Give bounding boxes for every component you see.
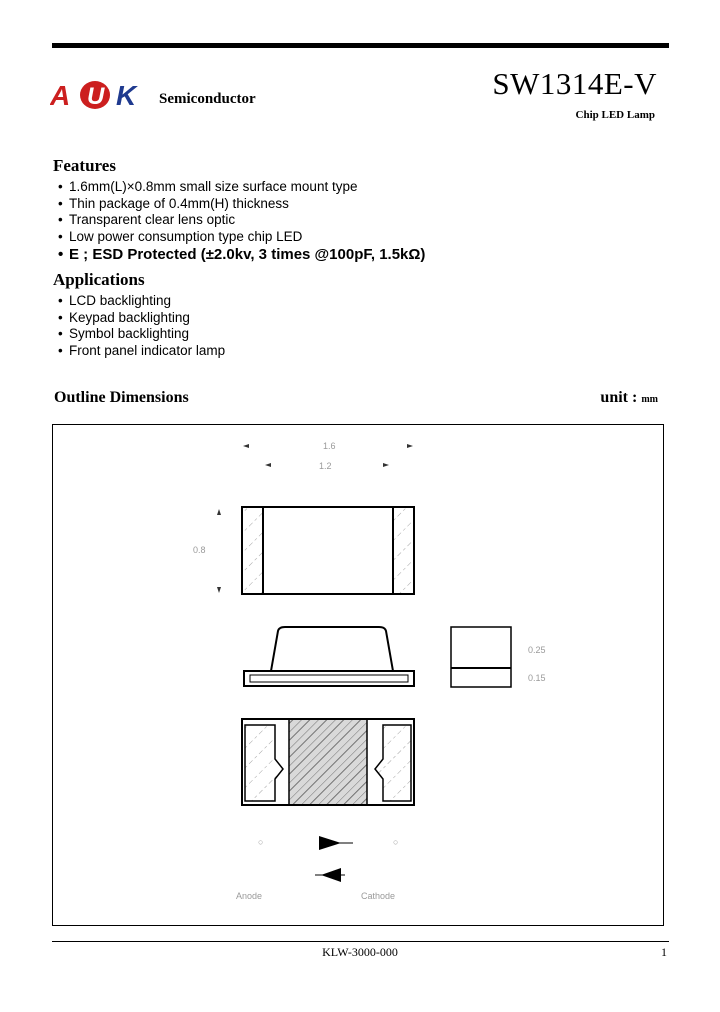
page-number: 1 <box>661 945 667 959</box>
inner-length-dimension: 1.2 <box>265 461 389 471</box>
bottom-rule <box>52 941 669 942</box>
application-item: •Keypad backlighting <box>58 309 190 325</box>
auk-logo: A U K <box>50 80 138 110</box>
inner-length-label: 1.2 <box>319 461 332 471</box>
polarity-symbol: ○ ○ Anode Cathode <box>236 836 398 901</box>
feature-item: •1.6mm(L)×0.8mm small size surface mount… <box>58 179 358 194</box>
width-label: 0.8 <box>193 545 206 555</box>
company-name: Semiconductor <box>159 91 256 107</box>
logo-letter-u: U <box>87 83 105 110</box>
unit-label: unit : mm <box>600 389 658 406</box>
product-subtitle: Chip LED Lamp <box>575 109 655 121</box>
application-item: •LCD backlighting <box>58 293 172 308</box>
outline-heading: Outline Dimensions <box>54 389 189 406</box>
length-dimension: 1.6 <box>243 441 413 451</box>
applications-heading: Applications <box>53 270 145 289</box>
base-height-label: 0.15 <box>528 673 546 683</box>
svg-text:○: ○ <box>393 837 398 847</box>
features-list: •1.6mm(L)×0.8mm small size surface mount… <box>58 179 425 264</box>
feature-item: •Thin package of 0.4mm(H) thickness <box>58 195 289 211</box>
anode-label: Anode <box>236 891 262 901</box>
svg-text:○: ○ <box>258 837 263 847</box>
logo-letter-k: K <box>116 80 138 110</box>
cathode-label: Cathode <box>361 891 395 901</box>
side-view <box>243 626 415 687</box>
lens-height-label: 0.25 <box>528 645 546 655</box>
features-heading: Features <box>53 156 116 175</box>
applications-list: •LCD backlighting •Keypad backlighting •… <box>58 293 225 359</box>
outline-drawing-frame: 1.6 1.2 0.8 0.25 0.1 <box>52 424 664 926</box>
logo-letter-a: A <box>50 80 70 110</box>
top-rule <box>52 43 669 48</box>
doc-code: KLW-3000-000 <box>322 945 398 959</box>
length-label: 1.6 <box>323 441 336 451</box>
outline-drawing: 1.6 1.2 0.8 0.25 0.1 <box>193 441 546 901</box>
application-item: •Front panel indicator lamp <box>58 342 226 358</box>
application-item: •Symbol backlighting <box>58 326 190 341</box>
part-number: SW1314E-V <box>492 66 657 101</box>
top-view: 0.8 <box>193 506 415 595</box>
feature-item: •Transparent clear lens optic <box>58 212 236 227</box>
feature-item: •Low power consumption type chip LED <box>58 228 303 244</box>
end-view: 0.25 0.15 <box>450 626 546 688</box>
feature-item-esd: •E ; ESD Protected (±2.0kv, 3 times @100… <box>58 246 426 263</box>
bottom-view <box>241 718 415 806</box>
unit-value: mm <box>641 394 658 405</box>
logo-circle <box>80 81 110 109</box>
